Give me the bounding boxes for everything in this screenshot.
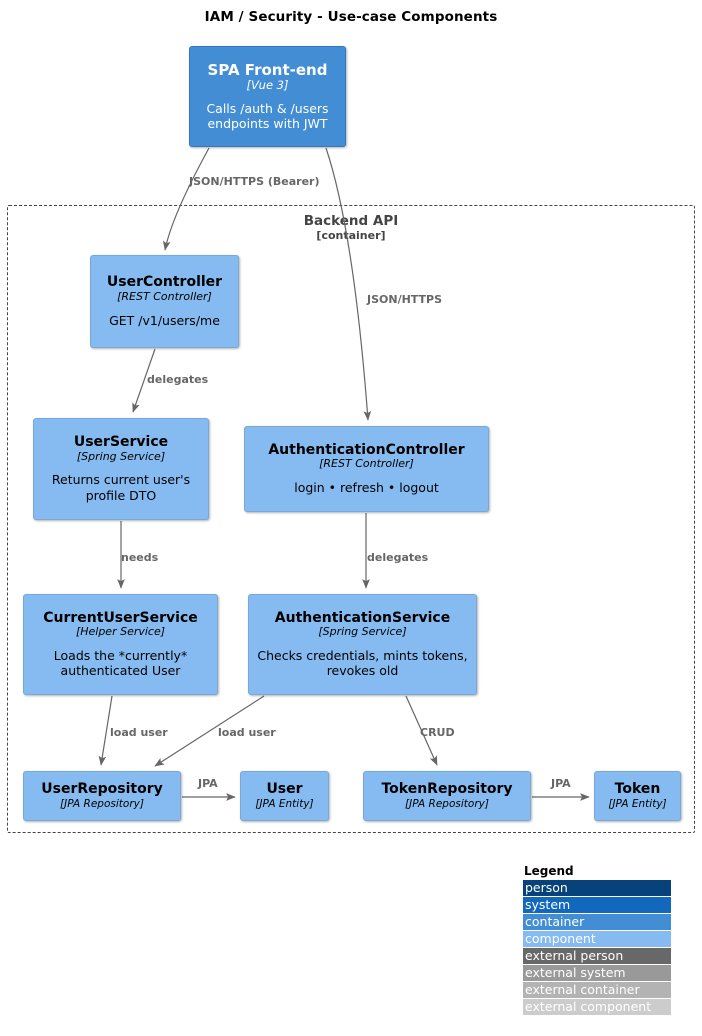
legend-item-person: person (523, 880, 671, 896)
node-user-entity-name: User (266, 781, 303, 798)
node-token-entity-tech: [JPA Entity] (608, 797, 667, 810)
node-user-controller[interactable]: UserController [REST Controller] GET /v1… (90, 255, 239, 348)
node-authentication-controller-name: AuthenticationController (268, 441, 465, 458)
legend-item-external-system: external system (523, 965, 671, 981)
legend-title: Legend (524, 864, 574, 878)
node-current-user-service-name: CurrentUserService (43, 609, 198, 626)
node-authentication-controller-desc: login • refresh • logout (294, 480, 439, 496)
node-current-user-service-desc: Loads the *currently* authenticated User (53, 647, 188, 679)
edge-label-spa-usercontroller: JSON/HTTPS (Bearer) (189, 175, 320, 188)
legend-item-external-component: external component (523, 999, 671, 1015)
node-spa-front-end-tech: [Vue 3] (246, 77, 289, 92)
node-spa-front-end-desc: Calls /auth & /users endpoints with JWT (206, 100, 329, 131)
node-user-repository-name: UserRepository (41, 781, 163, 798)
edge-label-authcontroller-authservice: delegates (367, 551, 429, 564)
backend-api-boundary-type: [container] (316, 229, 386, 242)
node-authentication-service-name: AuthenticationService (274, 609, 451, 626)
edge-label-userrepo-user: JPA (198, 777, 218, 790)
node-token-repository-tech: [JPA Repository] (405, 797, 489, 810)
node-authentication-service-desc: Checks credentials, mints tokens, revoke… (257, 647, 468, 679)
node-token-entity[interactable]: Token [JPA Entity] (594, 771, 681, 821)
node-user-controller-name: UserController (106, 274, 223, 291)
node-user-service[interactable]: UserService [Spring Service] Returns cur… (33, 418, 209, 520)
page-title: IAM / Security - Use-case Components (204, 9, 498, 25)
node-current-user-service[interactable]: CurrentUserService [Helper Service] Load… (23, 594, 218, 695)
node-user-controller-tech: [REST Controller] (117, 289, 212, 303)
edge-label-spa-authcontroller: JSON/HTTPS (367, 293, 443, 306)
node-user-repository[interactable]: UserRepository [JPA Repository] (23, 771, 181, 821)
node-authentication-service[interactable]: AuthenticationService [Spring Service] C… (248, 594, 477, 695)
node-user-service-tech: [Spring Service] (76, 449, 166, 463)
node-current-user-service-tech: [Helper Service] (75, 625, 166, 639)
node-authentication-controller[interactable]: AuthenticationController [REST Controlle… (244, 426, 489, 512)
legend-item-external-container: external container (523, 982, 671, 998)
legend-item-system: system (523, 897, 671, 913)
edge-label-authservice-tokenrepo: CRUD (420, 726, 455, 739)
legend-item-external-person: external person (523, 948, 671, 964)
legend-item-component: component (523, 931, 671, 947)
node-user-service-desc: Returns current user's profile DTO (51, 472, 191, 503)
node-token-repository-name: TokenRepository (381, 781, 513, 798)
node-spa-front-end-name: SPA Front-end (207, 60, 328, 79)
node-authentication-service-tech: [Spring Service] (318, 625, 407, 639)
node-user-controller-desc: GET /v1/users/me (109, 312, 220, 328)
node-authentication-controller-tech: [REST Controller] (319, 457, 414, 471)
edge-label-authservice-userrepo: load user (218, 726, 276, 739)
backend-api-boundary-title: Backend API (303, 213, 399, 229)
legend-item-container: container (523, 914, 671, 930)
node-token-entity-name: Token (614, 781, 661, 798)
edge-label-currentuser-userrepo: load user (110, 726, 168, 739)
edge-label-usercontroller-userservice: delegates (147, 373, 209, 386)
node-user-entity-tech: [JPA Entity] (255, 797, 314, 810)
node-user-repository-tech: [JPA Repository] (60, 797, 144, 810)
edge-label-userservice-currentuser: needs (121, 551, 159, 564)
node-token-repository[interactable]: TokenRepository [JPA Repository] (363, 771, 531, 821)
node-user-entity[interactable]: User [JPA Entity] (240, 771, 329, 821)
edge-label-tokenrepo-token: JPA (551, 777, 571, 790)
node-user-service-name: UserService (73, 434, 169, 451)
node-spa-front-end[interactable]: SPA Front-end [Vue 3] Calls /auth & /use… (189, 46, 346, 147)
